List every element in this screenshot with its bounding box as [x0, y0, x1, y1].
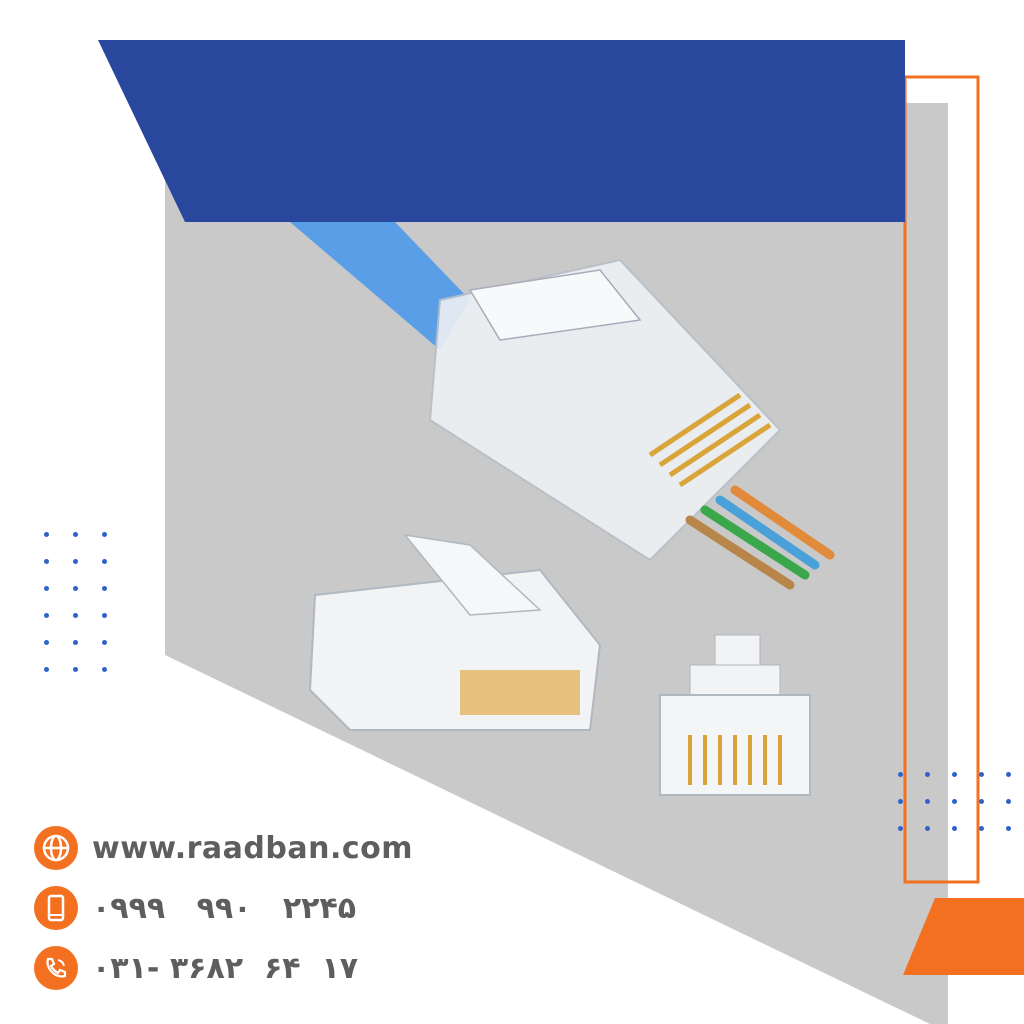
globe-icon [34, 826, 78, 870]
phone-ringing-icon [34, 946, 78, 990]
phone-number: ۰۳۱- ۳۶۸۲ ۶۴ ۱۷ [92, 950, 359, 986]
mobile-number: ۰۹۹۹ ۹۹۰ ۲۲۴۵ [92, 890, 357, 926]
website-link[interactable]: www.raadban.com [92, 830, 414, 866]
rj45-connector-side [308, 533, 602, 731]
rj45-connector-with-cable [428, 258, 835, 590]
phone-row: ۰۳۱- ۳۶۸۲ ۶۴ ۱۷ [34, 946, 358, 990]
dot-grid-right [898, 772, 1011, 831]
dot-grid-left [44, 532, 107, 672]
mobile-phone-icon [34, 886, 78, 930]
orange-parallelogram [903, 898, 1024, 975]
orange-frame [903, 75, 980, 884]
mobile-row: ۰۹۹۹ ۹۹۰ ۲۲۴۵ [34, 886, 356, 930]
website-row[interactable]: www.raadban.com [34, 826, 413, 870]
blue-banner [98, 40, 905, 222]
rj45-connector-front [659, 634, 811, 796]
blue-cable [290, 222, 470, 350]
